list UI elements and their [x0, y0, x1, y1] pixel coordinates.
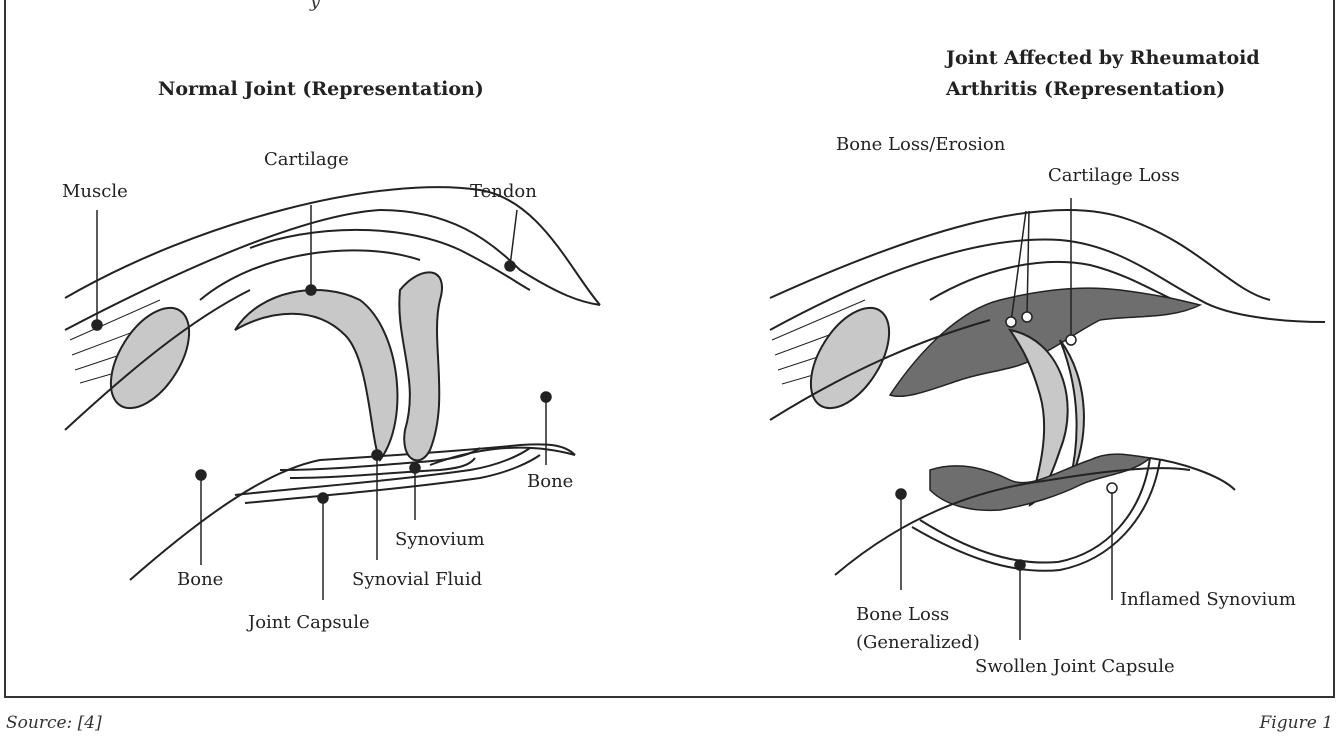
label-bone-left: Bone	[177, 569, 223, 590]
normal-joint-title: Normal Joint (Representation)	[158, 78, 484, 100]
label-inflamed-synovium: Inflamed Synovium	[1120, 589, 1296, 610]
label-tendon: Tendon	[470, 181, 537, 202]
source-caption: Source: [4]	[6, 713, 102, 733]
label-synovium: Synovium	[395, 529, 485, 550]
label-joint-capsule: Joint Capsule	[246, 612, 370, 633]
ra-title-line2: Arthritis (Representation)	[945, 78, 1225, 100]
ra-joint-illustration	[770, 210, 1325, 575]
label-bone-loss-generalized-line1: Bone Loss	[856, 604, 949, 625]
ra-title-line1: Joint Affected by Rheumatoid	[944, 47, 1260, 69]
label-muscle: Muscle	[62, 181, 128, 202]
label-synovial-fluid: Synovial Fluid	[352, 569, 482, 590]
label-bone-right: Bone	[527, 471, 573, 492]
label-bone-loss-erosion: Bone Loss/Erosion	[836, 134, 1006, 155]
normal-joint-illustration	[65, 187, 600, 580]
label-bone-loss-generalized-line2: (Generalized)	[856, 632, 980, 653]
figure-number: Figure 1	[1260, 713, 1333, 733]
label-cartilage: Cartilage	[264, 149, 349, 170]
label-swollen-joint-capsule: Swollen Joint Capsule	[975, 656, 1175, 677]
label-cartilage-loss: Cartilage Loss	[1048, 165, 1180, 186]
